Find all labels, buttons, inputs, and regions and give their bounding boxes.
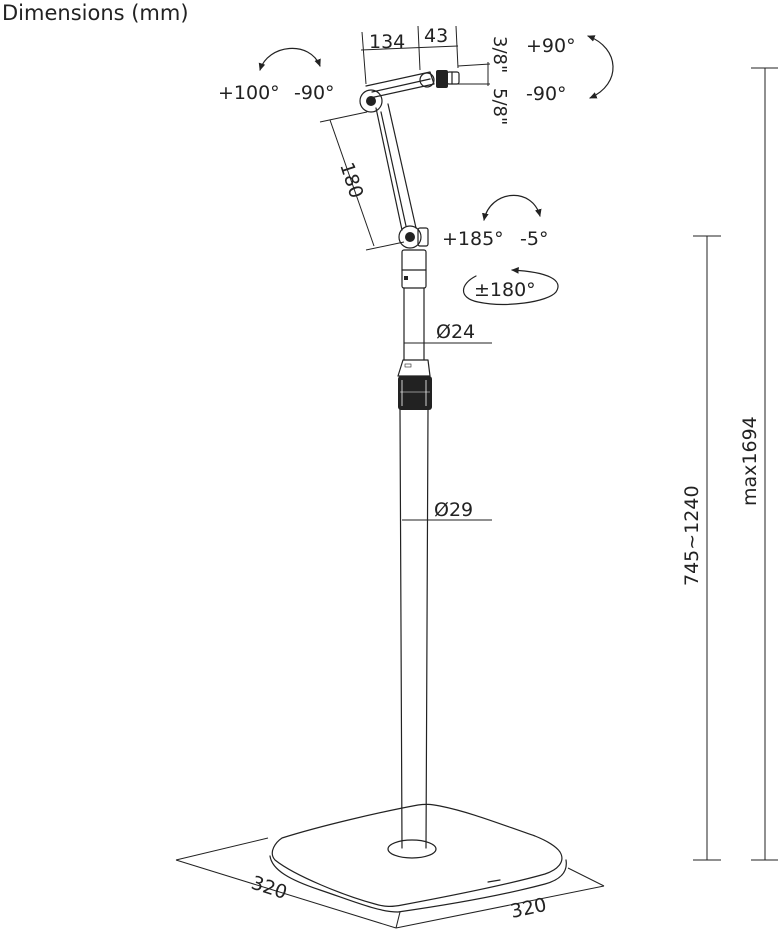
label-base-right: 320 — [508, 894, 548, 923]
label-height-max: max1694 — [739, 416, 761, 506]
label-thread-3-8: 3/8" — [489, 36, 510, 73]
upper-tube — [401, 249, 427, 361]
height-range-dimension — [693, 235, 721, 861]
rotation-arrow — [462, 267, 559, 305]
label-arm-rot-pos: +100° — [218, 82, 280, 104]
label-dia-upper: Ø24 — [436, 321, 475, 343]
articulated-arm — [359, 89, 429, 249]
label-base-left: 320 — [248, 872, 289, 904]
arm-length-dimension — [319, 111, 405, 251]
base-right-dimension — [395, 867, 605, 929]
arm-rotation-arrow — [258, 47, 321, 71]
label-thread-5-8: 5/8" — [489, 88, 510, 125]
base-left-dimension — [175, 837, 401, 929]
label-top-tilt-up: +90° — [526, 35, 576, 57]
label-134: 134 — [369, 31, 405, 53]
thread-leader-top — [457, 63, 491, 67]
label-height-range: 745~1240 — [681, 485, 703, 586]
label-elbow-pos: +185° — [442, 228, 504, 250]
label-43: 43 — [424, 25, 448, 47]
label-top-tilt-down: -90° — [526, 83, 567, 105]
base-plate — [269, 803, 567, 913]
top-width-dimension — [360, 25, 459, 85]
height-lock-knob — [397, 359, 432, 410]
title: Dimensions (mm) — [2, 1, 189, 25]
label-elbow-neg: -5° — [520, 228, 548, 250]
label-dia-lower: Ø29 — [434, 499, 473, 521]
label-rotation: ±180° — [474, 279, 536, 301]
elbow-rotation-arrow — [482, 194, 542, 221]
height-max-dimension — [751, 67, 778, 861]
label-arm-rot-neg: -90° — [294, 82, 335, 104]
top-tilt-arrow — [587, 35, 614, 99]
top-bar — [365, 70, 460, 99]
label-arm-length: 180 — [335, 160, 367, 201]
lower-tube — [399, 409, 429, 849]
